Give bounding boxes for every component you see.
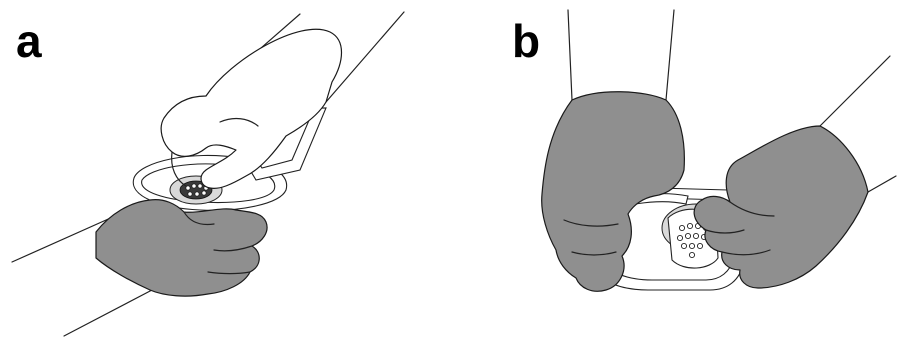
left-arm-line-a [568, 10, 572, 100]
right-arm-line-a [820, 56, 890, 126]
panel-a-illustration [0, 0, 448, 344]
panel-b-illustration [448, 0, 897, 344]
gloved-hand-a [96, 200, 267, 296]
lower-arm-line-bottom [64, 290, 152, 336]
left-arm-line-b [666, 10, 674, 100]
panel-a: a [0, 0, 448, 344]
panel-b: b [448, 0, 897, 344]
right-arm-line-b [868, 176, 896, 192]
